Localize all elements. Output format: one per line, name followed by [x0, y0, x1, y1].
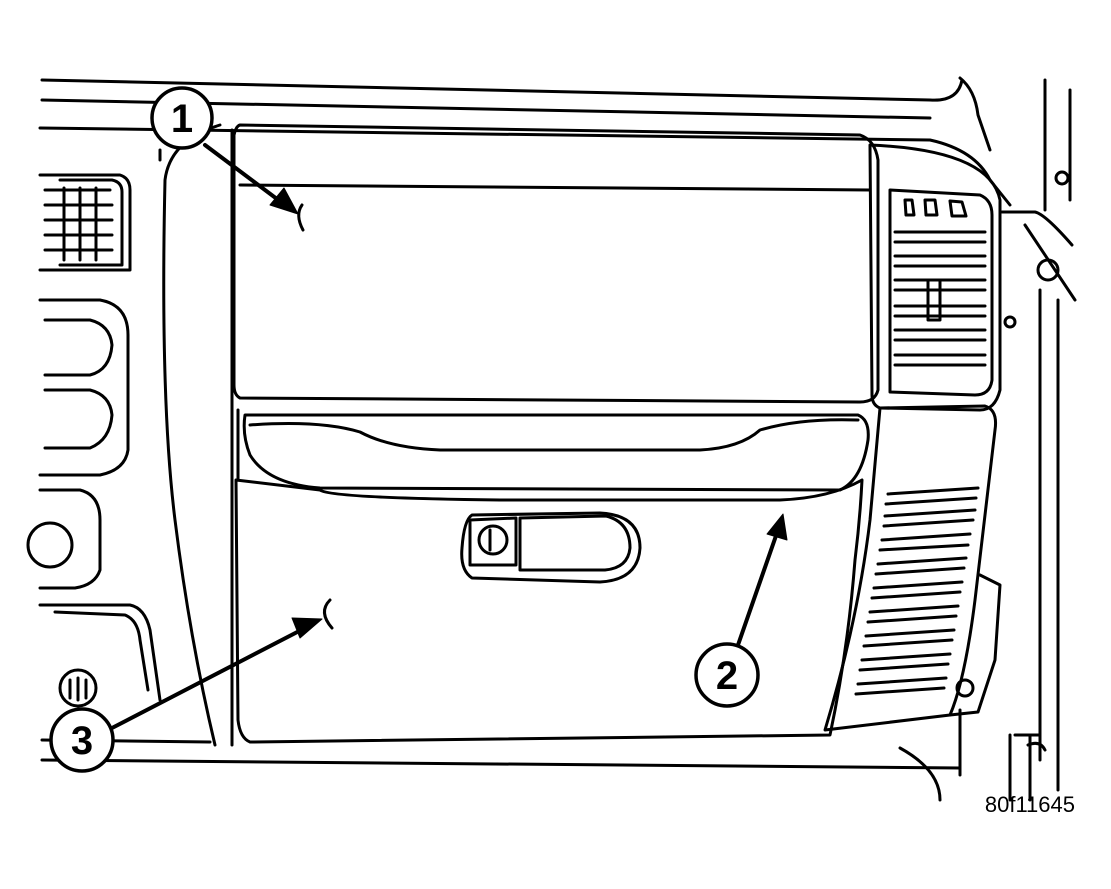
arrowhead-3	[291, 617, 323, 639]
callout-label-2: 2	[716, 654, 738, 698]
callout-circles	[49, 86, 760, 773]
arrowheads	[269, 187, 788, 639]
arrowhead-1	[269, 187, 299, 215]
right-air-vent	[868, 143, 1017, 412]
left-air-vent	[38, 173, 132, 272]
leader-3	[110, 626, 307, 730]
right-side-panel	[823, 170, 1070, 752]
callout-label-3: 3	[71, 719, 93, 763]
leader-2	[736, 528, 780, 647]
lower-glove-box-door	[234, 478, 864, 744]
glove-box-handle-bar	[236, 408, 870, 492]
glove-box-latch	[460, 511, 642, 584]
left-controls	[26, 298, 162, 708]
callout-circle-2	[694, 642, 760, 708]
panel-left-bezel	[158, 123, 234, 747]
callout-circle-3	[49, 707, 115, 773]
leader-1	[203, 143, 287, 207]
arrowhead-2	[766, 513, 788, 541]
upper-glove-box-door	[232, 123, 880, 404]
figure-id-label: 80f11645	[985, 792, 1075, 817]
callout-circle-1	[150, 86, 214, 150]
callout-label-1: 1	[171, 97, 193, 141]
leader-lines	[110, 143, 780, 730]
